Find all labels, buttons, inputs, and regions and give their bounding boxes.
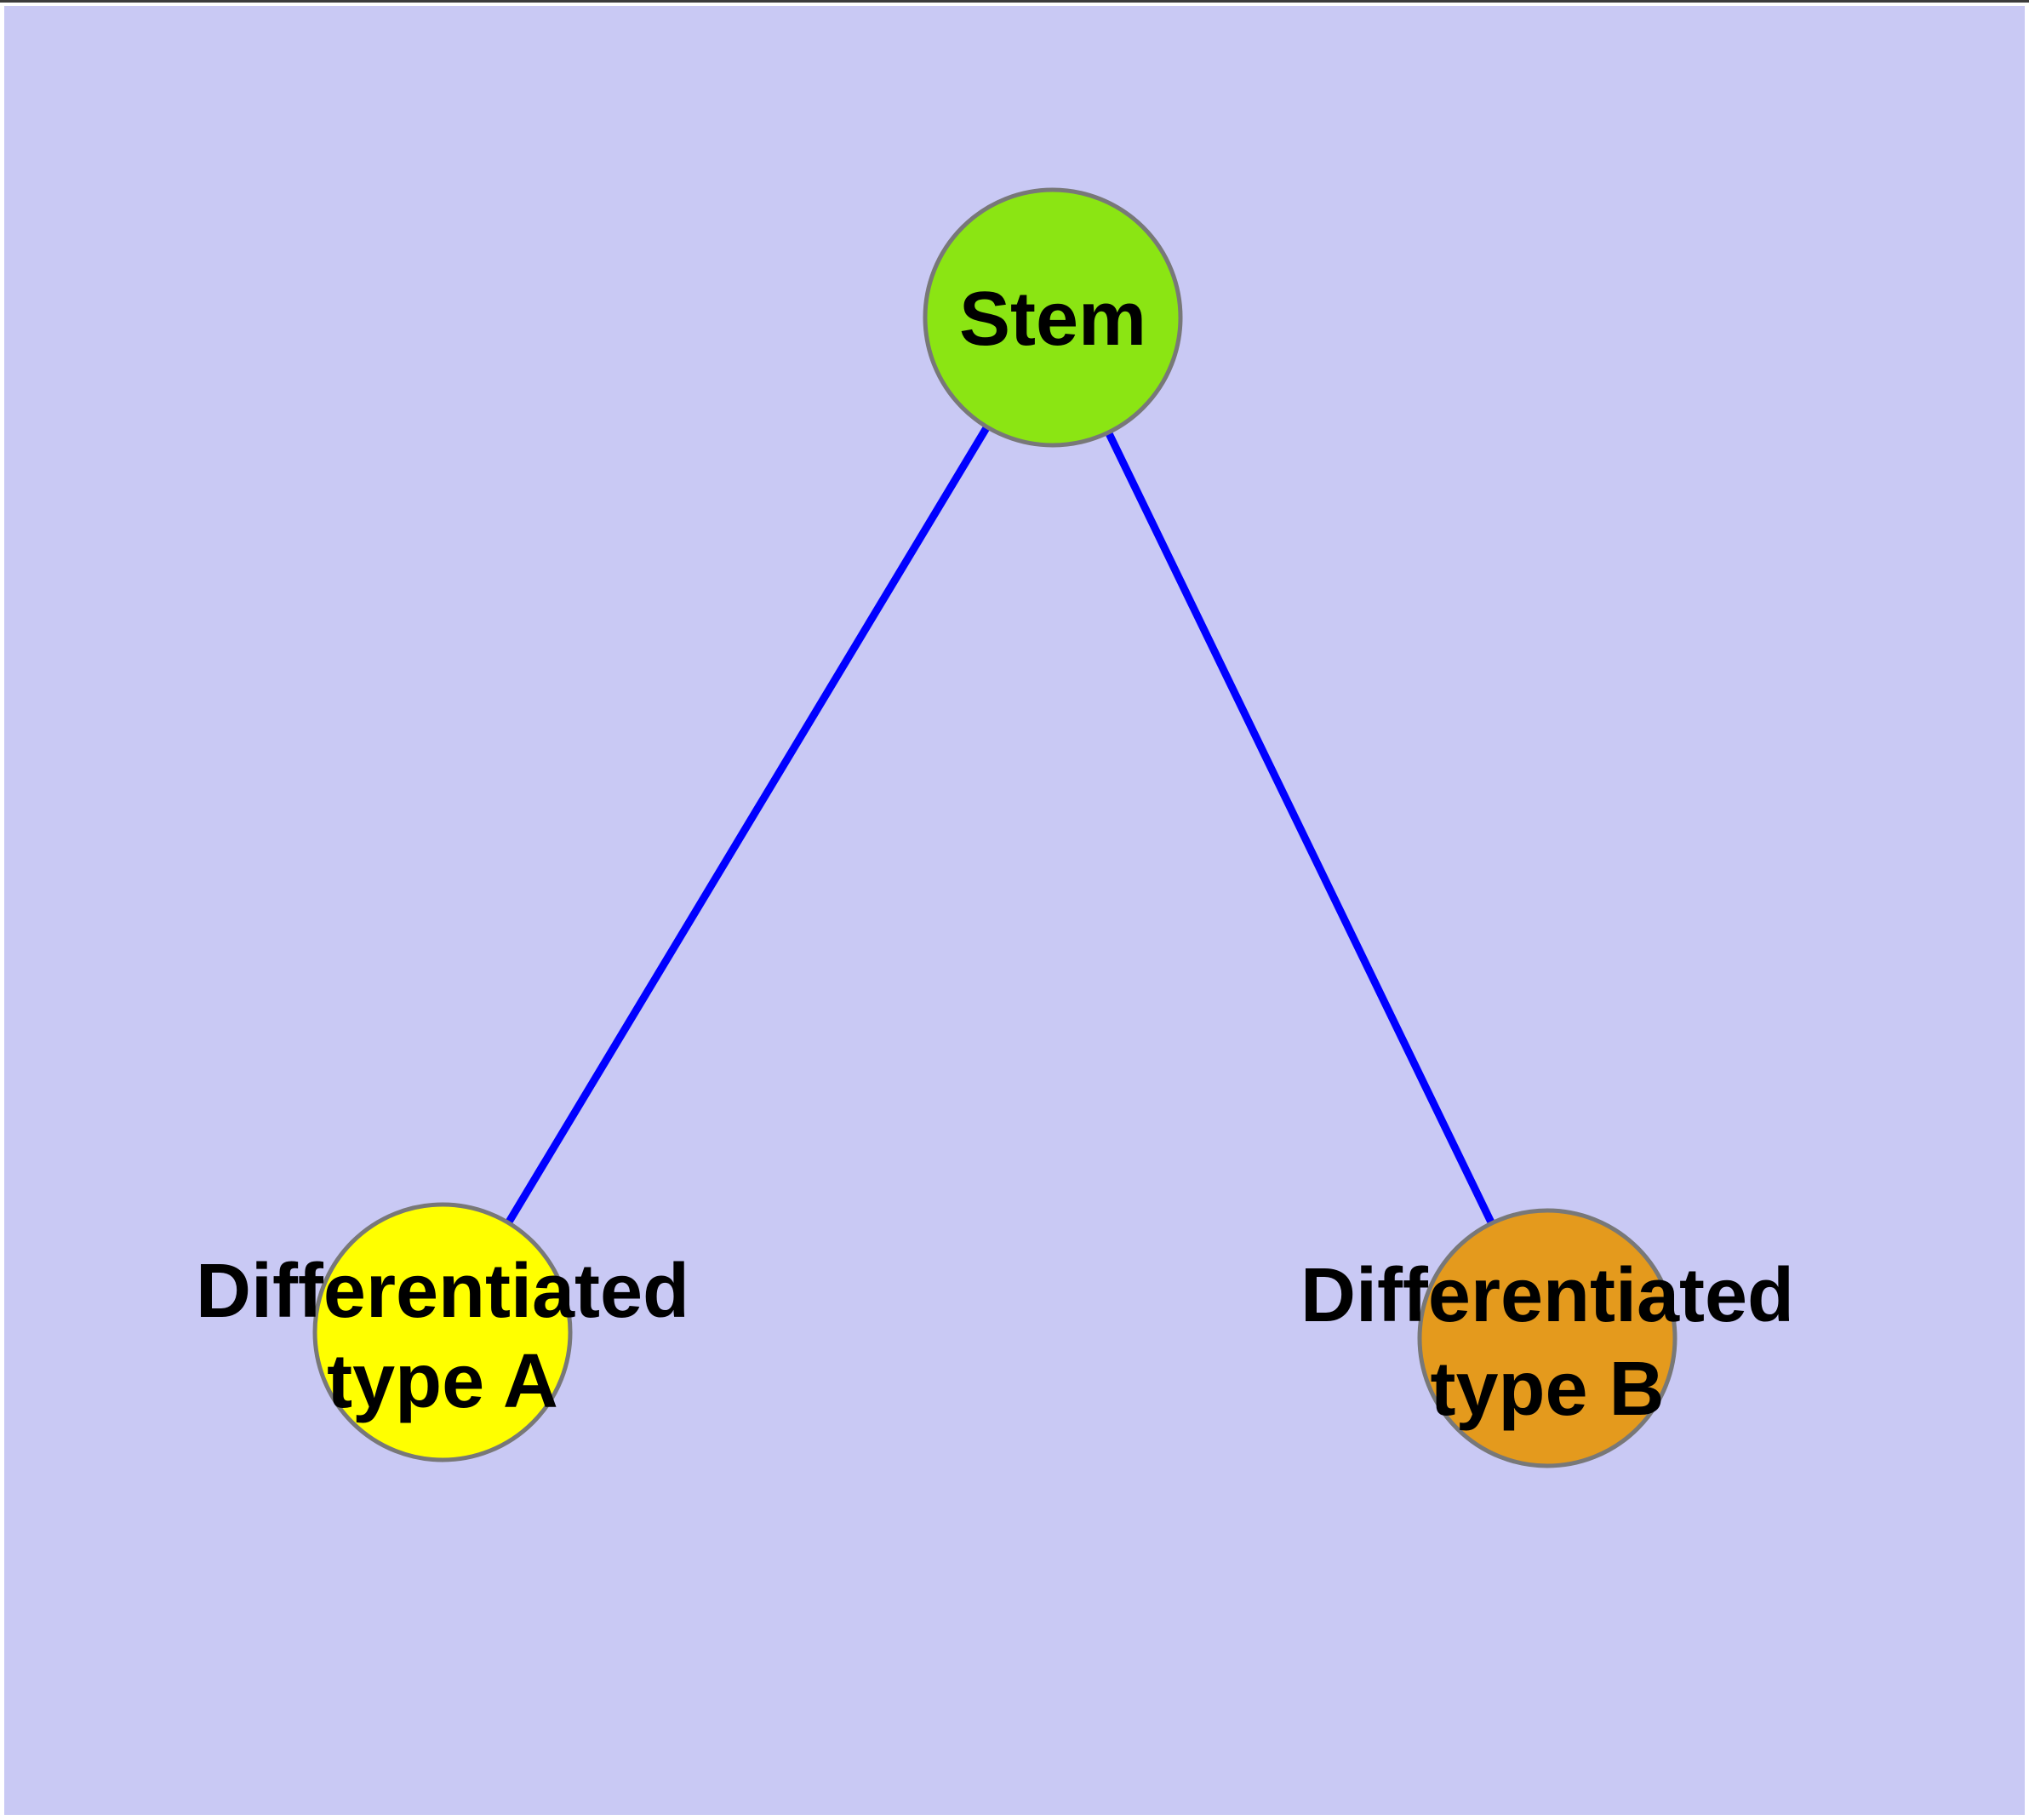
node-type-b-label-line1: Differentiated (1300, 1253, 1794, 1338)
node-type-a[interactable]: Differentiated type A (196, 1202, 689, 1462)
node-stem-label: Stem (959, 277, 1146, 362)
edge-layer (439, 315, 1552, 1340)
node-type-b-label-line2: type B (1430, 1347, 1664, 1432)
top-window-edge (0, 0, 2029, 3)
node-type-a-label-line1: Differentiated (196, 1249, 689, 1334)
node-type-b-circle[interactable] (1417, 1208, 1677, 1468)
node-type-b[interactable]: Differentiated type B (1300, 1208, 1794, 1468)
edge-stem-to-type-a (439, 315, 1056, 1335)
edge-stem-to-type-b (1049, 316, 1552, 1340)
node-type-a-circle[interactable] (312, 1202, 573, 1462)
node-stem[interactable]: Stem (923, 187, 1183, 448)
node-stem-circle[interactable] (923, 187, 1183, 448)
node-type-a-label-line2: type A (327, 1339, 558, 1424)
